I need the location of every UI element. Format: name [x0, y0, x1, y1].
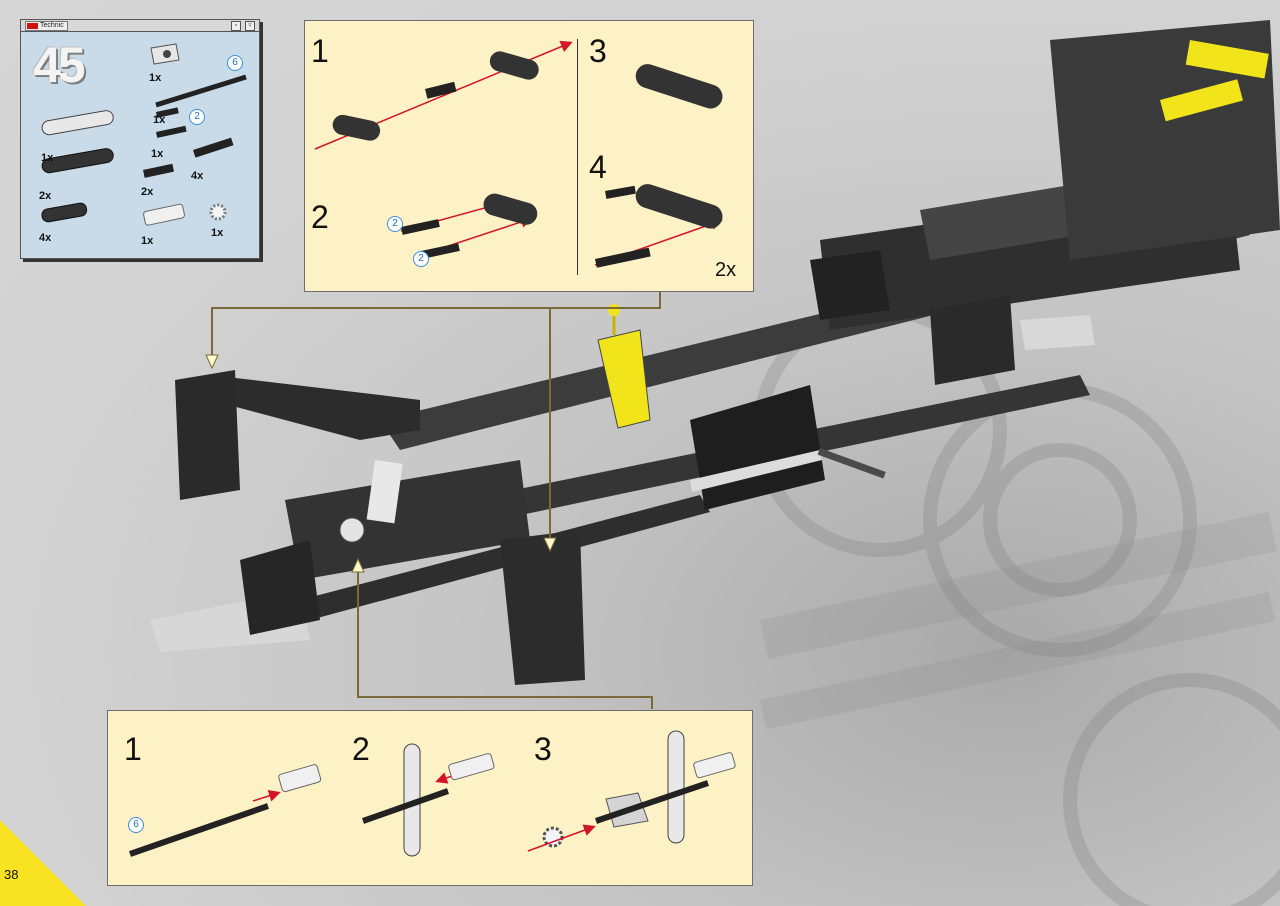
part-qty: 4x [39, 232, 52, 244]
parts-list-panel: Technic ▫ ▿ 45 [20, 19, 260, 259]
window-minimize-icon[interactable]: ▫ [231, 21, 241, 31]
parts-list-titlebar: Technic ▫ ▿ [21, 20, 259, 32]
part-qty: 1x [211, 227, 224, 239]
substep-number: 1 [124, 731, 142, 767]
gear-8-tooth-icon [209, 203, 227, 221]
axle-pin-icon [193, 137, 234, 158]
page-number: 38 [4, 867, 19, 882]
substep-divider [577, 39, 578, 275]
step-number: 45 [33, 37, 86, 93]
pin-icon [156, 107, 179, 118]
substep-number: 2 [311, 199, 329, 235]
part-length-badge: 2 [189, 109, 205, 125]
part-qty: 1x [153, 114, 166, 126]
substep-number: 2 [352, 731, 370, 767]
part-qty: 2x [141, 186, 154, 198]
part-length-badge: 2 [413, 251, 429, 267]
part-qty: 1x [149, 72, 162, 84]
part-qty: 4x [191, 170, 204, 182]
callout-lines [211, 291, 661, 709]
technic-brand-logo: Technic [25, 21, 68, 31]
part-length-badge: 6 [128, 817, 144, 833]
front-frame [150, 370, 585, 685]
window-collapse-icon[interactable]: ▿ [245, 21, 255, 31]
liftarm-dark-icon [41, 148, 114, 174]
multiplier-label: 2x [715, 259, 737, 281]
top-subassembly-panel: 1 2 3 4 2 2 2x [304, 20, 754, 292]
parts-icons [41, 43, 247, 226]
bushing-tube-icon [143, 203, 185, 226]
pin-with-stop-icon [143, 163, 175, 178]
beam-1x2-icon [150, 43, 180, 65]
black-brick-block [690, 385, 886, 510]
substep-number: 4 [589, 149, 607, 185]
substep-number: 3 [589, 33, 607, 69]
bottom-subassembly-illustrations [129, 730, 736, 857]
substep-number: 1 [311, 33, 329, 69]
liftarm-1x3-icon [41, 202, 88, 223]
page-corner-tab [0, 820, 86, 906]
yellow-lever [597, 304, 651, 429]
part-qty: 2x [39, 190, 52, 202]
substep-number: 3 [534, 731, 552, 767]
part-length-badge: 6 [227, 55, 243, 71]
bottom-subassembly-panel: 1 2 3 6 [107, 710, 753, 886]
part-qty: 1x [41, 152, 54, 164]
part-qty: 1x [141, 235, 154, 247]
axle-icon [155, 74, 247, 108]
chassis-upper-block [810, 20, 1280, 385]
part-qty: 1x [151, 148, 164, 160]
part-length-badge: 2 [387, 216, 403, 232]
pin-short-icon [155, 125, 187, 138]
top-subassembly-illustrations [314, 40, 723, 268]
liftarm-light-icon [41, 110, 114, 136]
